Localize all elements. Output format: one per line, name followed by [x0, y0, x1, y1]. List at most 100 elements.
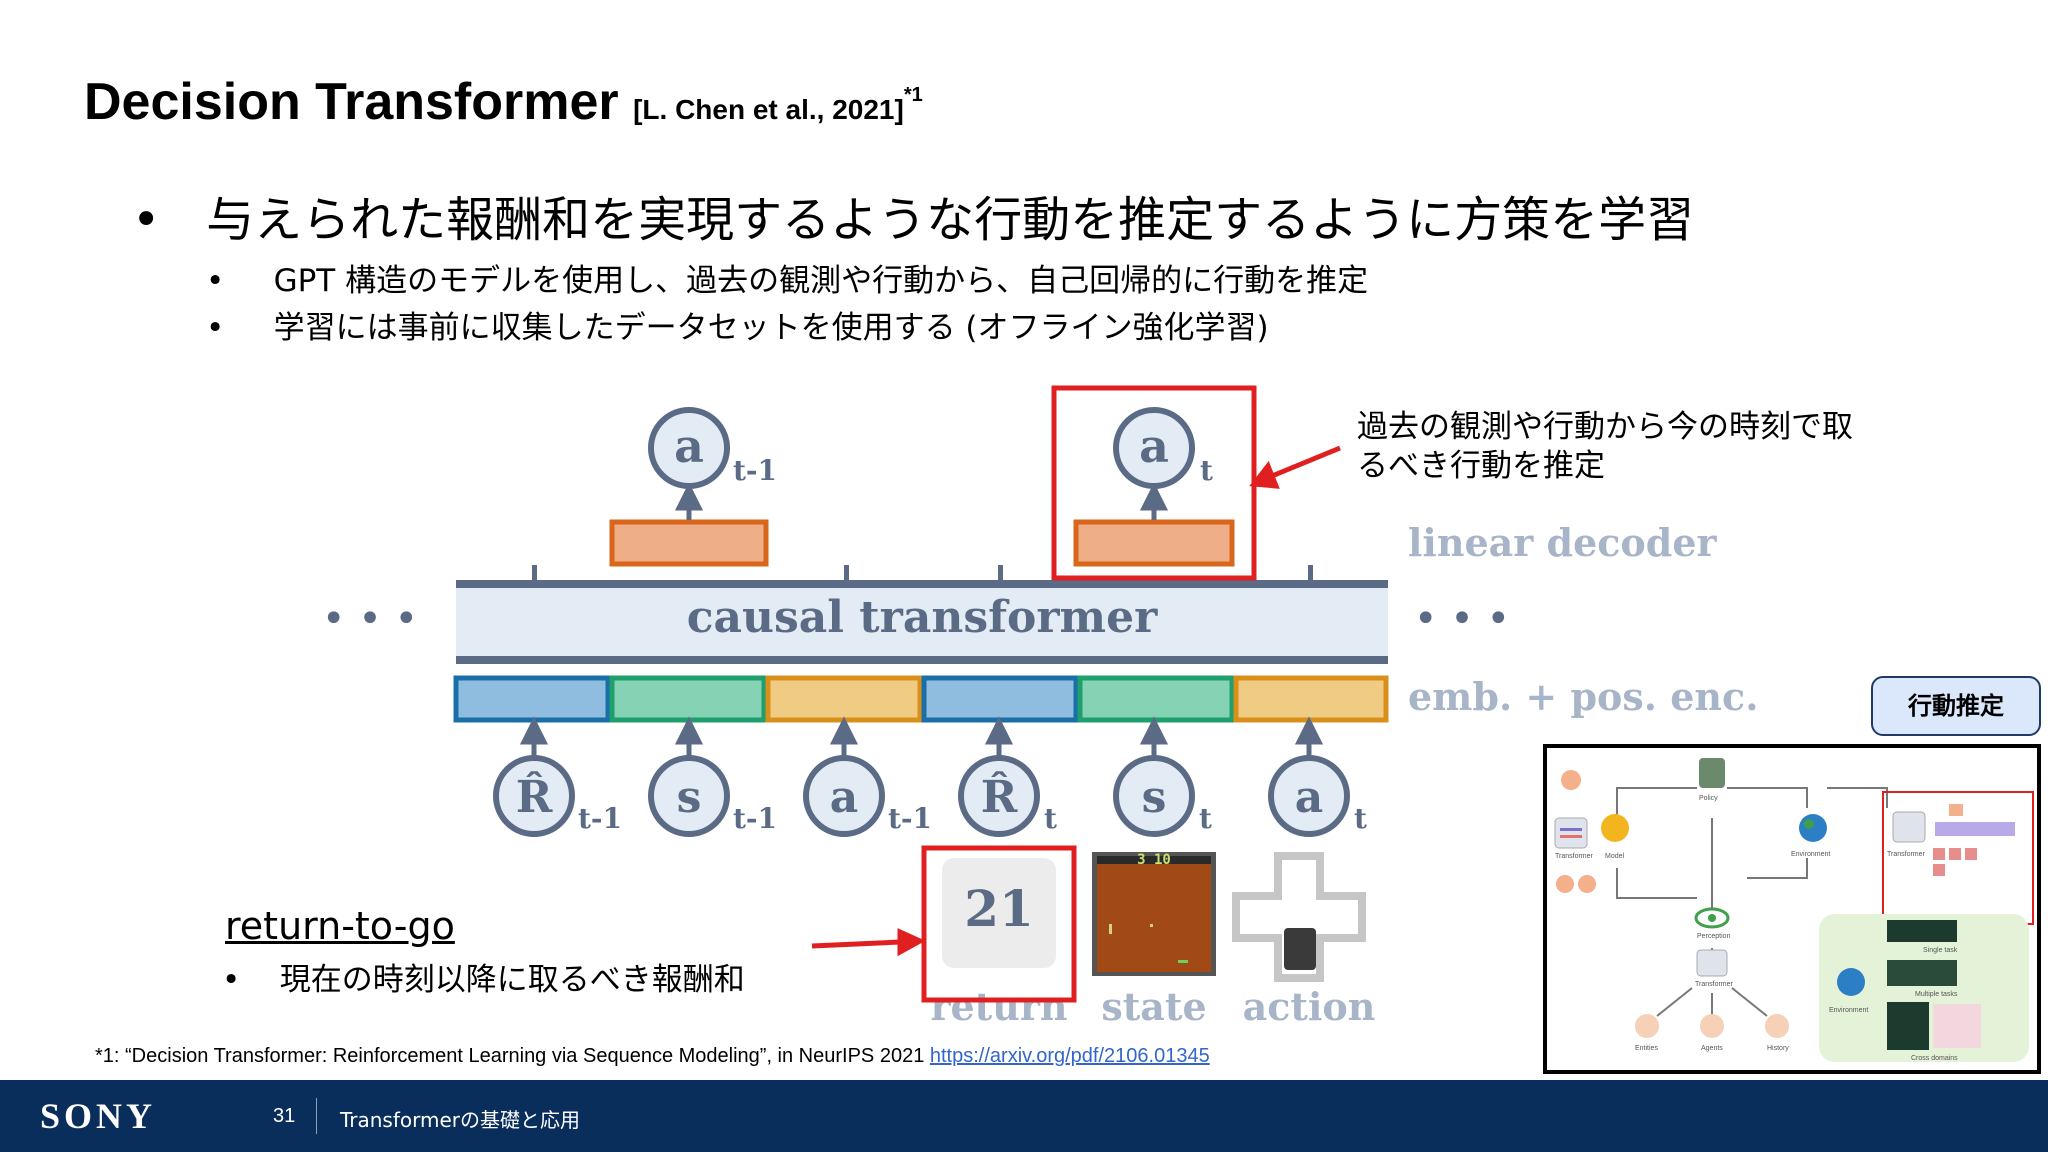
- token-subscript: t: [1199, 802, 1212, 835]
- deck-title: Transformerの基礎と応用: [340, 1108, 581, 1132]
- thumb-label: Transformer: [1555, 853, 1594, 860]
- rtg-title: return-to-go: [225, 904, 455, 948]
- page-number: 31: [273, 1105, 296, 1127]
- return-value: 21: [964, 879, 1034, 938]
- output-arrows: [674, 482, 1169, 520]
- decoder-box: [1073, 519, 1235, 567]
- state-frame: 3 10: [1092, 852, 1216, 976]
- token-symbol: a: [674, 419, 704, 473]
- title-text: Decision Transformer: [84, 73, 619, 131]
- thumbnail-svg: Transformer Model Policy Environment Tra…: [1554, 758, 2034, 1062]
- thumb-label: History: [1767, 1045, 1789, 1052]
- tick: [532, 565, 537, 581]
- token-symbol: a: [1295, 772, 1324, 823]
- token-subscript: t-1: [733, 802, 777, 835]
- rtg-arrow-line: [811, 939, 901, 949]
- embedding-return: [453, 675, 611, 723]
- token-symbol: s: [677, 772, 702, 823]
- decoder-label: linear decoder: [1408, 520, 1718, 565]
- embedding-label: emb. + pos. enc.: [1408, 674, 1758, 719]
- input-token-2: s t-1: [648, 755, 777, 837]
- callout-line-2: るべき行動を推定: [1357, 448, 1605, 484]
- token-subscript: t: [1200, 454, 1213, 487]
- label-action: action: [1243, 984, 1376, 1029]
- embedding-return: [921, 675, 1079, 723]
- transformer-bottom-bar: [456, 656, 1388, 664]
- token-subscript: t-1: [733, 454, 777, 487]
- thumb-label: Environment: [1791, 851, 1830, 858]
- decoder-box: [609, 519, 769, 567]
- embedding-state: [609, 675, 767, 723]
- bullet-main: • 与えられた報酬和を実現するような行動を推定するように方策を学習: [132, 180, 1694, 250]
- thumb-label: Policy: [1699, 795, 1718, 802]
- embedding-action: [1233, 675, 1389, 723]
- thumb-label: Model: [1605, 853, 1625, 860]
- rtg-desc: • 現在の時刻以降に取るべき報酬和: [222, 954, 745, 999]
- bullet-glyph: •: [206, 263, 225, 299]
- label-return: return: [930, 984, 1067, 1029]
- sony-logo: SONY: [40, 1096, 157, 1136]
- bullet-main-text: 与えられた報酬和を実現するような行動を推定するように方策を学習: [206, 192, 1695, 248]
- input-token-1: R̂ t-1: [493, 755, 622, 837]
- bullet-sub-1-text: GPT 構造のモデルを使用し、過去の観測や行動から、自己回帰的に行動を推定: [273, 263, 1369, 299]
- game-score: 3 10: [1137, 852, 1171, 868]
- bullet-glyph: •: [206, 310, 225, 346]
- token-symbol: a: [1139, 419, 1169, 473]
- thumb-label: Multiple tasks: [1915, 991, 1958, 998]
- output-token-1: a t-1: [648, 407, 777, 489]
- embedding-action: [765, 675, 923, 723]
- input-token-6: a t: [1268, 755, 1367, 837]
- bullet-glyph: •: [132, 192, 161, 248]
- token-symbol: a: [830, 772, 859, 823]
- return-value-box: [942, 858, 1056, 968]
- token-subscript: t-1: [888, 802, 932, 835]
- bullet-sub-1: • GPT 構造のモデルを使用し、過去の観測や行動から、自己回帰的に行動を推定: [206, 255, 1368, 300]
- action-estimation-tag: 行動推定: [1871, 676, 2041, 736]
- embedding-state: [1077, 675, 1235, 723]
- thumb-label: Environment: [1829, 1007, 1868, 1014]
- slide-title: Decision Transformer [L. Chen et al., 20…: [84, 72, 923, 132]
- ellipsis-right: • • •: [1414, 596, 1510, 642]
- citation-mark: *1: [903, 84, 923, 106]
- output-token-2: a t: [1113, 407, 1213, 489]
- thumb-label: Transformer: [1887, 851, 1926, 858]
- token-symbol: R̂: [981, 770, 1018, 823]
- tick: [1308, 565, 1313, 581]
- input-arrows: [519, 716, 1324, 756]
- callout-arrow-line: [1271, 445, 1341, 479]
- callout-text: 過去の観測や行動から今の時刻で取 るべき行動を推定: [1357, 408, 1853, 486]
- footnote: *1: “Decision Transformer: Reinforcement…: [95, 1045, 1210, 1068]
- thumb-label: Cross domains: [1911, 1055, 1958, 1062]
- callout-arrow-head: [1249, 461, 1280, 489]
- tick: [998, 565, 1003, 581]
- footnote-link[interactable]: https://arxiv.org/pdf/2106.01345: [929, 1045, 1210, 1067]
- thumb-label: Transformer: [1695, 981, 1734, 988]
- thumb-label: Single task: [1923, 947, 1958, 954]
- action-dpad-icon: [1232, 852, 1366, 982]
- token-symbol: R̂: [516, 770, 553, 823]
- tick: [844, 565, 849, 581]
- citation: [L. Chen et al., 2021]: [633, 94, 904, 125]
- footer-divider: [316, 1098, 317, 1134]
- transformer-label: causal transformer: [687, 592, 1158, 643]
- bullet-glyph: •: [222, 962, 241, 998]
- bullet-sub-2: • 学習には事前に収集したデータセットを使用する (オフライン強化学習): [206, 302, 1269, 347]
- bullet-sub-2-text: 学習には事前に収集したデータセットを使用する (オフライン強化学習): [273, 310, 1269, 346]
- input-token-5: s t: [1113, 755, 1212, 837]
- input-token-4: R̂ t: [958, 755, 1057, 837]
- thumb-label: Perception: [1697, 933, 1731, 940]
- thumb-label: Agents: [1701, 1045, 1723, 1052]
- transformer-ticks: [532, 565, 1313, 581]
- token-subscript: t-1: [578, 802, 622, 835]
- thumbnail-figure: Transformer Model Policy Environment Tra…: [1543, 744, 2041, 1074]
- callout-line-1: 過去の観測や行動から今の時刻で取: [1357, 409, 1853, 445]
- token-subscript: t: [1354, 802, 1367, 835]
- transformer-block: [456, 588, 1388, 656]
- token-subscript: t: [1044, 802, 1057, 835]
- footnote-text: *1: “Decision Transformer: Reinforcement…: [95, 1045, 930, 1067]
- thumb-label: Entities: [1635, 1045, 1658, 1052]
- highlight-return-box: [921, 845, 1077, 1003]
- footer-bar: [0, 1080, 2048, 1152]
- label-state: state: [1101, 984, 1206, 1029]
